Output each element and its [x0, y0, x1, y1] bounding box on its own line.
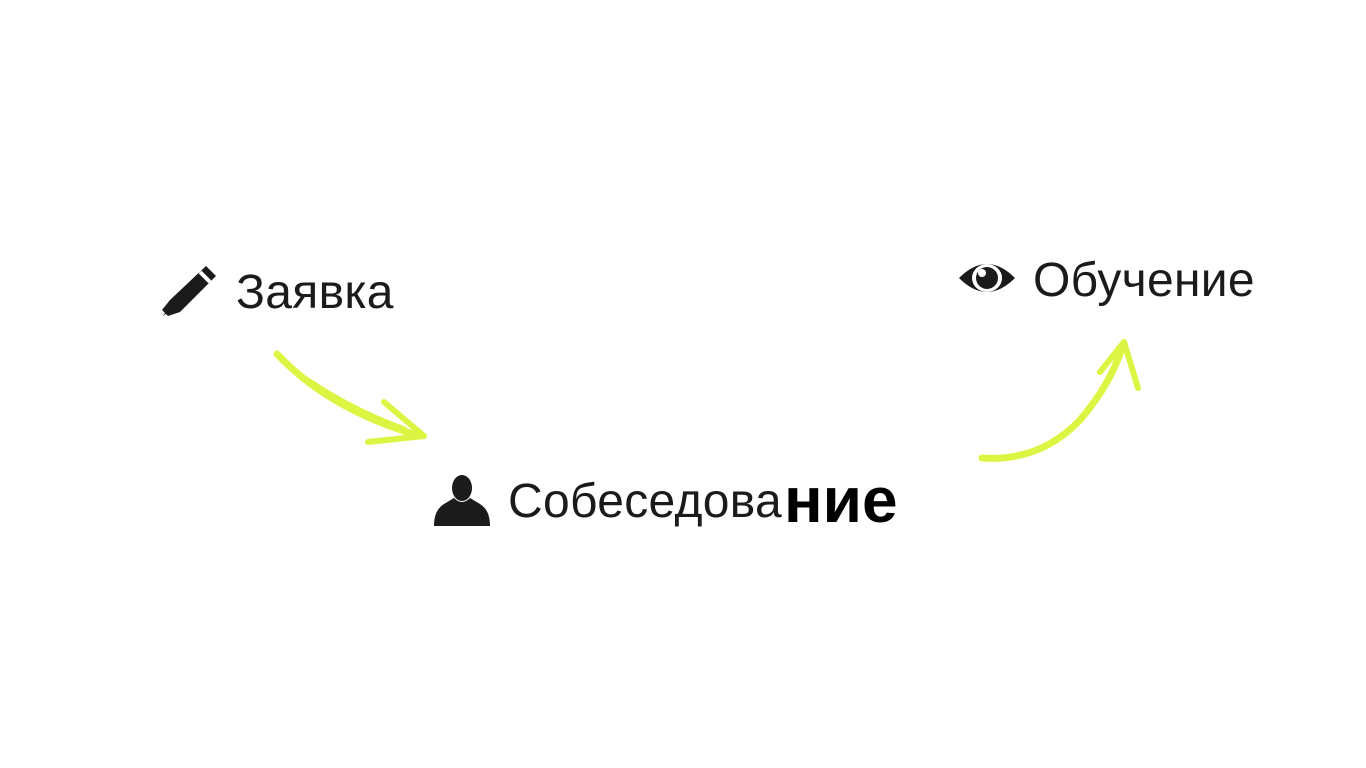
step-training-label: Обучение	[1033, 253, 1255, 307]
step-interview-label-suffix: ние	[784, 464, 898, 536]
pencil-icon	[160, 260, 220, 325]
arrow-interview-to-training	[978, 339, 1141, 462]
person-icon	[432, 474, 492, 531]
step-request-label: Заявка	[236, 265, 394, 319]
eye-icon	[957, 256, 1017, 305]
step-interview-label-main: Собеседова	[508, 475, 783, 528]
step-training: Обучение	[957, 256, 1255, 305]
arrow-request-to-interview	[273, 350, 427, 445]
step-request: Заявка	[160, 260, 394, 325]
step-interview: Собеседова ние	[432, 464, 898, 536]
